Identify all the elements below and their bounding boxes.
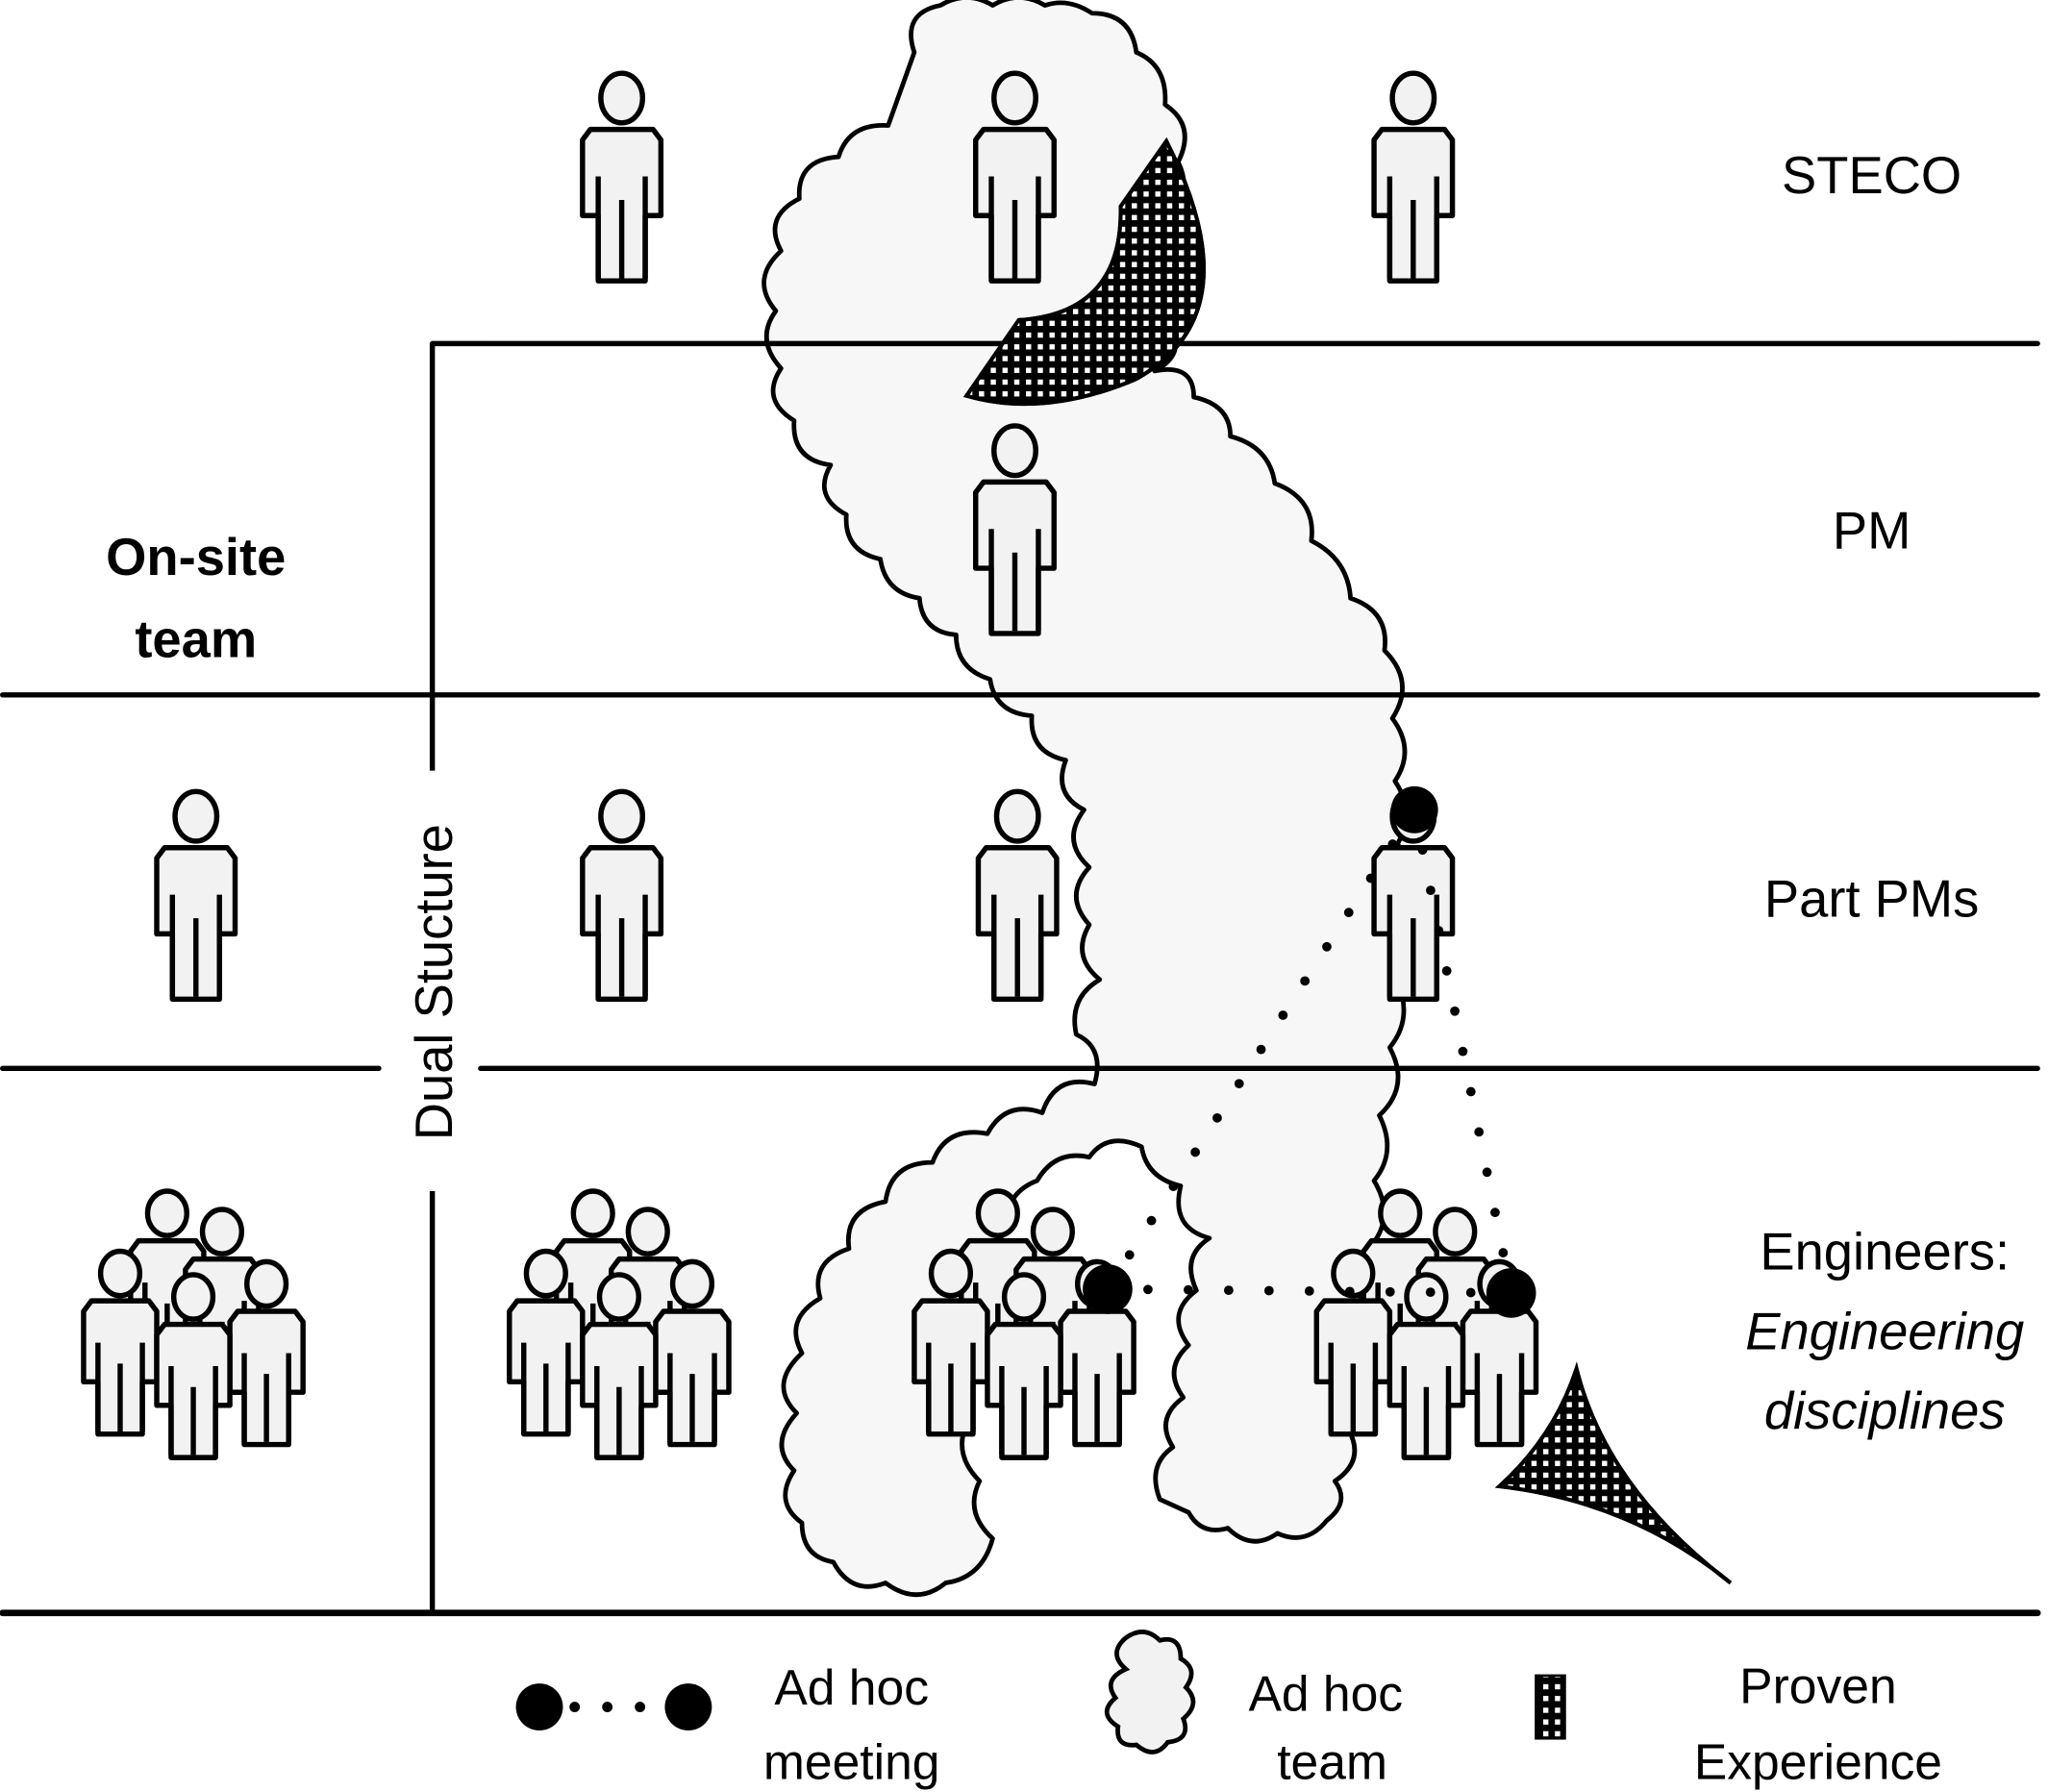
meeting-dot bbox=[1212, 1112, 1222, 1123]
meeting-dot bbox=[1263, 1285, 1274, 1296]
proven-experience-steco-overlay bbox=[962, 137, 1206, 407]
steco-person-icon bbox=[1374, 73, 1453, 281]
legend-proven-line1: Proven bbox=[1739, 1658, 1897, 1714]
legend-meeting-line1: Ad hoc bbox=[774, 1659, 929, 1715]
ad-hoc-meeting bbox=[1083, 785, 1536, 1318]
part-pm-person-icon bbox=[978, 791, 1057, 999]
meeting-dot bbox=[1425, 1287, 1436, 1298]
meeting-node-part-pm bbox=[1390, 785, 1438, 834]
meeting-dot bbox=[1365, 873, 1376, 884]
row-label-part-pms: Part PMs bbox=[1764, 870, 1979, 929]
meeting-dot bbox=[1256, 1044, 1266, 1055]
ad-hoc-team-cloud bbox=[762, 0, 1412, 1597]
on-site-team-label-line2: team bbox=[135, 610, 257, 668]
on-site-team-label-line1: On-site bbox=[106, 528, 286, 586]
meeting-dot bbox=[1482, 1167, 1492, 1178]
meeting-dot bbox=[1304, 1286, 1314, 1296]
legend-proven-line2: Experience bbox=[1694, 1733, 1942, 1789]
meeting-dot bbox=[1417, 845, 1428, 856]
meeting-dot bbox=[1490, 1207, 1500, 1218]
meeting-dot bbox=[1441, 965, 1452, 976]
meeting-dot bbox=[1234, 1079, 1244, 1089]
row-dividers bbox=[0, 340, 2041, 1617]
meeting-dot bbox=[1190, 1147, 1201, 1157]
legend-meeting-line2: meeting bbox=[763, 1733, 940, 1789]
meeting-dot bbox=[1223, 1285, 1234, 1295]
row-label-pm: PM bbox=[1833, 502, 1911, 560]
meeting-dot bbox=[1168, 1182, 1179, 1191]
legend-team-line1: Ad hoc bbox=[1248, 1666, 1403, 1722]
row-label-engineers: Engineers: bbox=[1760, 1223, 2010, 1282]
dual-structure-label: Dual Stucture bbox=[405, 824, 463, 1140]
meeting-dot bbox=[1385, 1286, 1395, 1297]
row-label-disciplines: disciplines bbox=[1764, 1381, 2006, 1440]
row-label-steco: STECO bbox=[1782, 146, 1961, 205]
meeting-dot bbox=[1426, 885, 1436, 896]
meeting-dot bbox=[1450, 1006, 1460, 1016]
meeting-dot bbox=[1458, 1046, 1468, 1057]
meeting-dot bbox=[1146, 1215, 1157, 1226]
part-pm-person-icon bbox=[157, 791, 236, 999]
meeting-dot bbox=[1498, 1248, 1509, 1257]
engineer-group-icon bbox=[84, 1191, 303, 1457]
meeting-dot bbox=[1124, 1250, 1135, 1260]
engineer-group-icon bbox=[510, 1191, 729, 1457]
legend-ad-hoc-team-cloud-icon bbox=[1104, 1630, 1196, 1755]
meeting-dot bbox=[1434, 926, 1444, 935]
proven-experience-engineers-overlay bbox=[1494, 1361, 1733, 1585]
legend: Ad hoc meeting Ad hoc team Proven Experi… bbox=[515, 1630, 1942, 1789]
part-pm-person-icon bbox=[583, 791, 662, 999]
meeting-node-group4 bbox=[1486, 1268, 1536, 1318]
row-label-engineering: Engineering bbox=[1745, 1302, 2024, 1360]
meeting-dot bbox=[1143, 1284, 1153, 1295]
meeting-dot bbox=[1300, 976, 1311, 986]
meeting-dot bbox=[1278, 1010, 1288, 1020]
meeting-dot bbox=[1474, 1127, 1485, 1137]
meeting-dot bbox=[1343, 908, 1354, 918]
meeting-dot bbox=[1465, 1086, 1476, 1097]
meeting-dot bbox=[1387, 839, 1398, 849]
meeting-dot bbox=[1183, 1284, 1193, 1295]
meeting-node-group3 bbox=[1083, 1264, 1133, 1314]
meeting-dot bbox=[1322, 941, 1332, 952]
meeting-dot bbox=[1465, 1287, 1476, 1298]
legend-ad-hoc-meeting-icon bbox=[515, 1683, 712, 1731]
meeting-dot bbox=[1344, 1286, 1355, 1297]
legend-team-line2: team bbox=[1277, 1733, 1387, 1789]
steco-members bbox=[583, 73, 1453, 281]
legend-proven-experience-hatch-icon bbox=[1535, 1674, 1566, 1740]
steco-person-icon bbox=[583, 73, 662, 281]
